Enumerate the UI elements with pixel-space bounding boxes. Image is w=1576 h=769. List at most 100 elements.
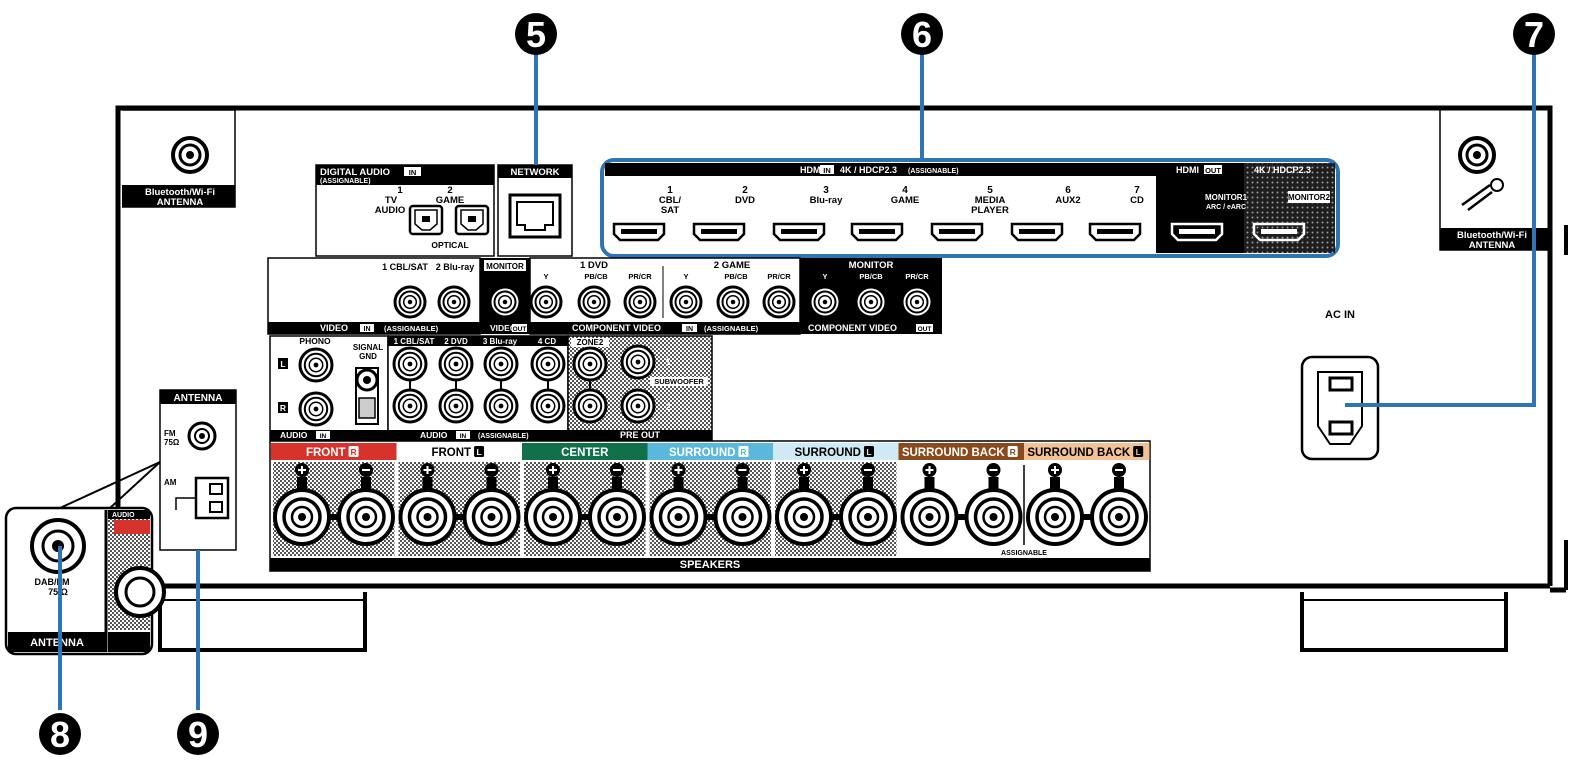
speaker-terminal-2-minus[interactable] (462, 488, 521, 546)
optical-port-1-l2: AUDIO (375, 205, 406, 216)
digital-audio-in-tag: IN (409, 168, 417, 177)
dab-inset-title: ANTENNA (30, 637, 84, 649)
speaker-terminal-2-plus[interactable] (398, 488, 457, 546)
speaker-group-1-name: FRONT (306, 447, 346, 459)
speaker-terminal-6-minus[interactable] (964, 488, 1023, 546)
hdmi-in-port-1[interactable] (612, 222, 666, 242)
chassis (115, 105, 1568, 652)
antenna-fm: FM (164, 429, 176, 438)
phono-r: R (280, 403, 286, 413)
component-out-chan-1: Y (822, 272, 827, 281)
phono-jack-r[interactable] (298, 391, 334, 427)
phono-in-tag: IN (320, 433, 327, 440)
zone2-jack-l[interactable] (572, 346, 608, 382)
subwoofer-2-jack[interactable] (620, 388, 656, 424)
component-in-2-jack-1[interactable] (669, 285, 703, 319)
speaker-group-2-side: L (476, 447, 481, 457)
optical-port-2-l1: GAME (436, 195, 465, 206)
speaker-group-5-side: L (866, 447, 871, 457)
zone2-jack-r[interactable] (572, 388, 608, 424)
component-in-1-chan-1: Y (543, 272, 548, 281)
component-in-2-jack-2[interactable] (716, 285, 750, 319)
audio-in-3-jack-r[interactable] (483, 388, 519, 424)
phono-title: AUDIO (280, 430, 308, 440)
hdmi-out-monitor1: MONITOR1 (1205, 193, 1248, 202)
component-out-jack-2[interactable] (854, 285, 888, 319)
phono-jack-l[interactable] (298, 347, 334, 383)
component-in-1-jack-1[interactable] (529, 285, 563, 319)
subwoofer-1-jack[interactable] (620, 344, 656, 380)
hdmi-in-port-6[interactable] (1010, 222, 1064, 242)
ac-inlet[interactable] (1300, 355, 1380, 461)
optical-port-2-num: 2 (447, 185, 452, 196)
antenna-fm-imp: 75Ω (164, 438, 180, 447)
hdmi-out-monitor1-sub: ARC / eARC (1206, 204, 1246, 211)
speaker-terminal-4-minus[interactable] (713, 488, 772, 546)
speaker-terminal-1-plus[interactable] (273, 488, 331, 546)
audio-in-2-jack-r[interactable] (438, 388, 474, 424)
audio-in-4-jack-r[interactable] (530, 388, 566, 424)
component-in-group-1: 1 DVD (580, 260, 608, 271)
hdmi-in-port-2[interactable] (692, 222, 746, 242)
hdmi-out-monitor1-port[interactable] (1170, 222, 1224, 242)
video-in-jack-1[interactable] (393, 285, 427, 319)
hdmi-in-port-7[interactable] (1088, 222, 1142, 242)
phono-gnd: GND (359, 352, 377, 361)
hdmi-in-spec: 4K / HDCP2.3 (840, 165, 897, 175)
video-in-jack-2[interactable] (437, 285, 471, 319)
dab-inset-audio: AUDIO (112, 512, 135, 519)
pre-out-zone2: ZONE2 (577, 338, 604, 347)
component-in-2-jack-3[interactable] (762, 285, 796, 319)
speaker-group-4-side: R (740, 447, 746, 457)
speaker-terminal-3-plus[interactable] (524, 488, 582, 546)
component-in-1-chan-3: PR/CR (628, 272, 652, 281)
phono-l: L (280, 359, 285, 369)
video-in-title: VIDEO (320, 323, 348, 333)
speaker-terminal-6-plus[interactable] (900, 488, 959, 546)
audio-in-1-jack-l[interactable] (392, 346, 428, 382)
audio-jacks (298, 344, 656, 427)
speaker-group-1-side: R (350, 447, 356, 457)
network-title: NETWORK (510, 167, 559, 178)
hdmi-in-port-5[interactable] (930, 222, 984, 242)
pre-out-title: PRE OUT (620, 430, 661, 440)
audio-in-tag: IN (460, 433, 467, 440)
audio-in-label-3: 3 Blu-ray (483, 337, 518, 346)
video-in-tag: IN (364, 326, 371, 333)
component-in-1-jack-3[interactable] (623, 285, 657, 319)
optical-jack-1[interactable] (408, 204, 444, 236)
audio-in-2-jack-l[interactable] (438, 346, 474, 382)
hdmi-out-monitor2-port[interactable] (1252, 222, 1306, 242)
dab-antenna-inset: AUDIO DAB/FM 75 Ω ANTENNA (4, 461, 166, 656)
speaker-terminal-7-plus[interactable] (1026, 488, 1084, 546)
component-in-1-jack-2[interactable] (577, 285, 611, 319)
hdmi-in-port-3[interactable] (772, 222, 826, 242)
speaker-terminal-4-plus[interactable] (649, 488, 708, 546)
speaker-terminal-1-minus[interactable] (337, 488, 395, 546)
hdmi-in-port-4[interactable] (850, 222, 904, 242)
component-out-jack-1[interactable] (808, 285, 842, 319)
hdmi-out-title: HDMI (1176, 165, 1199, 175)
signal-gnd-terminal[interactable] (355, 367, 379, 425)
optical-jack-2[interactable] (454, 204, 490, 236)
audio-in-3-jack-l[interactable] (483, 346, 519, 382)
component-in-title: COMPONENT VIDEO (572, 323, 661, 333)
speaker-terminal-5-minus[interactable] (839, 488, 897, 546)
speaker-terminal-5-plus[interactable] (775, 488, 833, 546)
speaker-terminal-3-minus[interactable] (588, 488, 646, 546)
bt-antenna-right: Bluetooth/Wi-Fi ANTENNA (1439, 110, 1548, 251)
video-out-monitor-jack[interactable] (488, 285, 522, 319)
hdmi-in-5-l1: MEDIA (975, 195, 1006, 206)
svg-text:6: 6 (912, 14, 932, 55)
component-out-jack-3[interactable] (900, 285, 934, 319)
component-in-1-chan-2: PB/CB (584, 272, 608, 281)
speaker-terminal-7-minus[interactable] (1090, 488, 1148, 546)
audio-in-label-4: 4 CD (538, 337, 556, 346)
hdmi-in-3-num: 3 (823, 185, 829, 196)
audio-in-4-jack-l[interactable] (530, 346, 566, 382)
audio-in-1-jack-r[interactable] (392, 388, 428, 424)
audio-in-label-2: 2 DVD (444, 337, 468, 346)
